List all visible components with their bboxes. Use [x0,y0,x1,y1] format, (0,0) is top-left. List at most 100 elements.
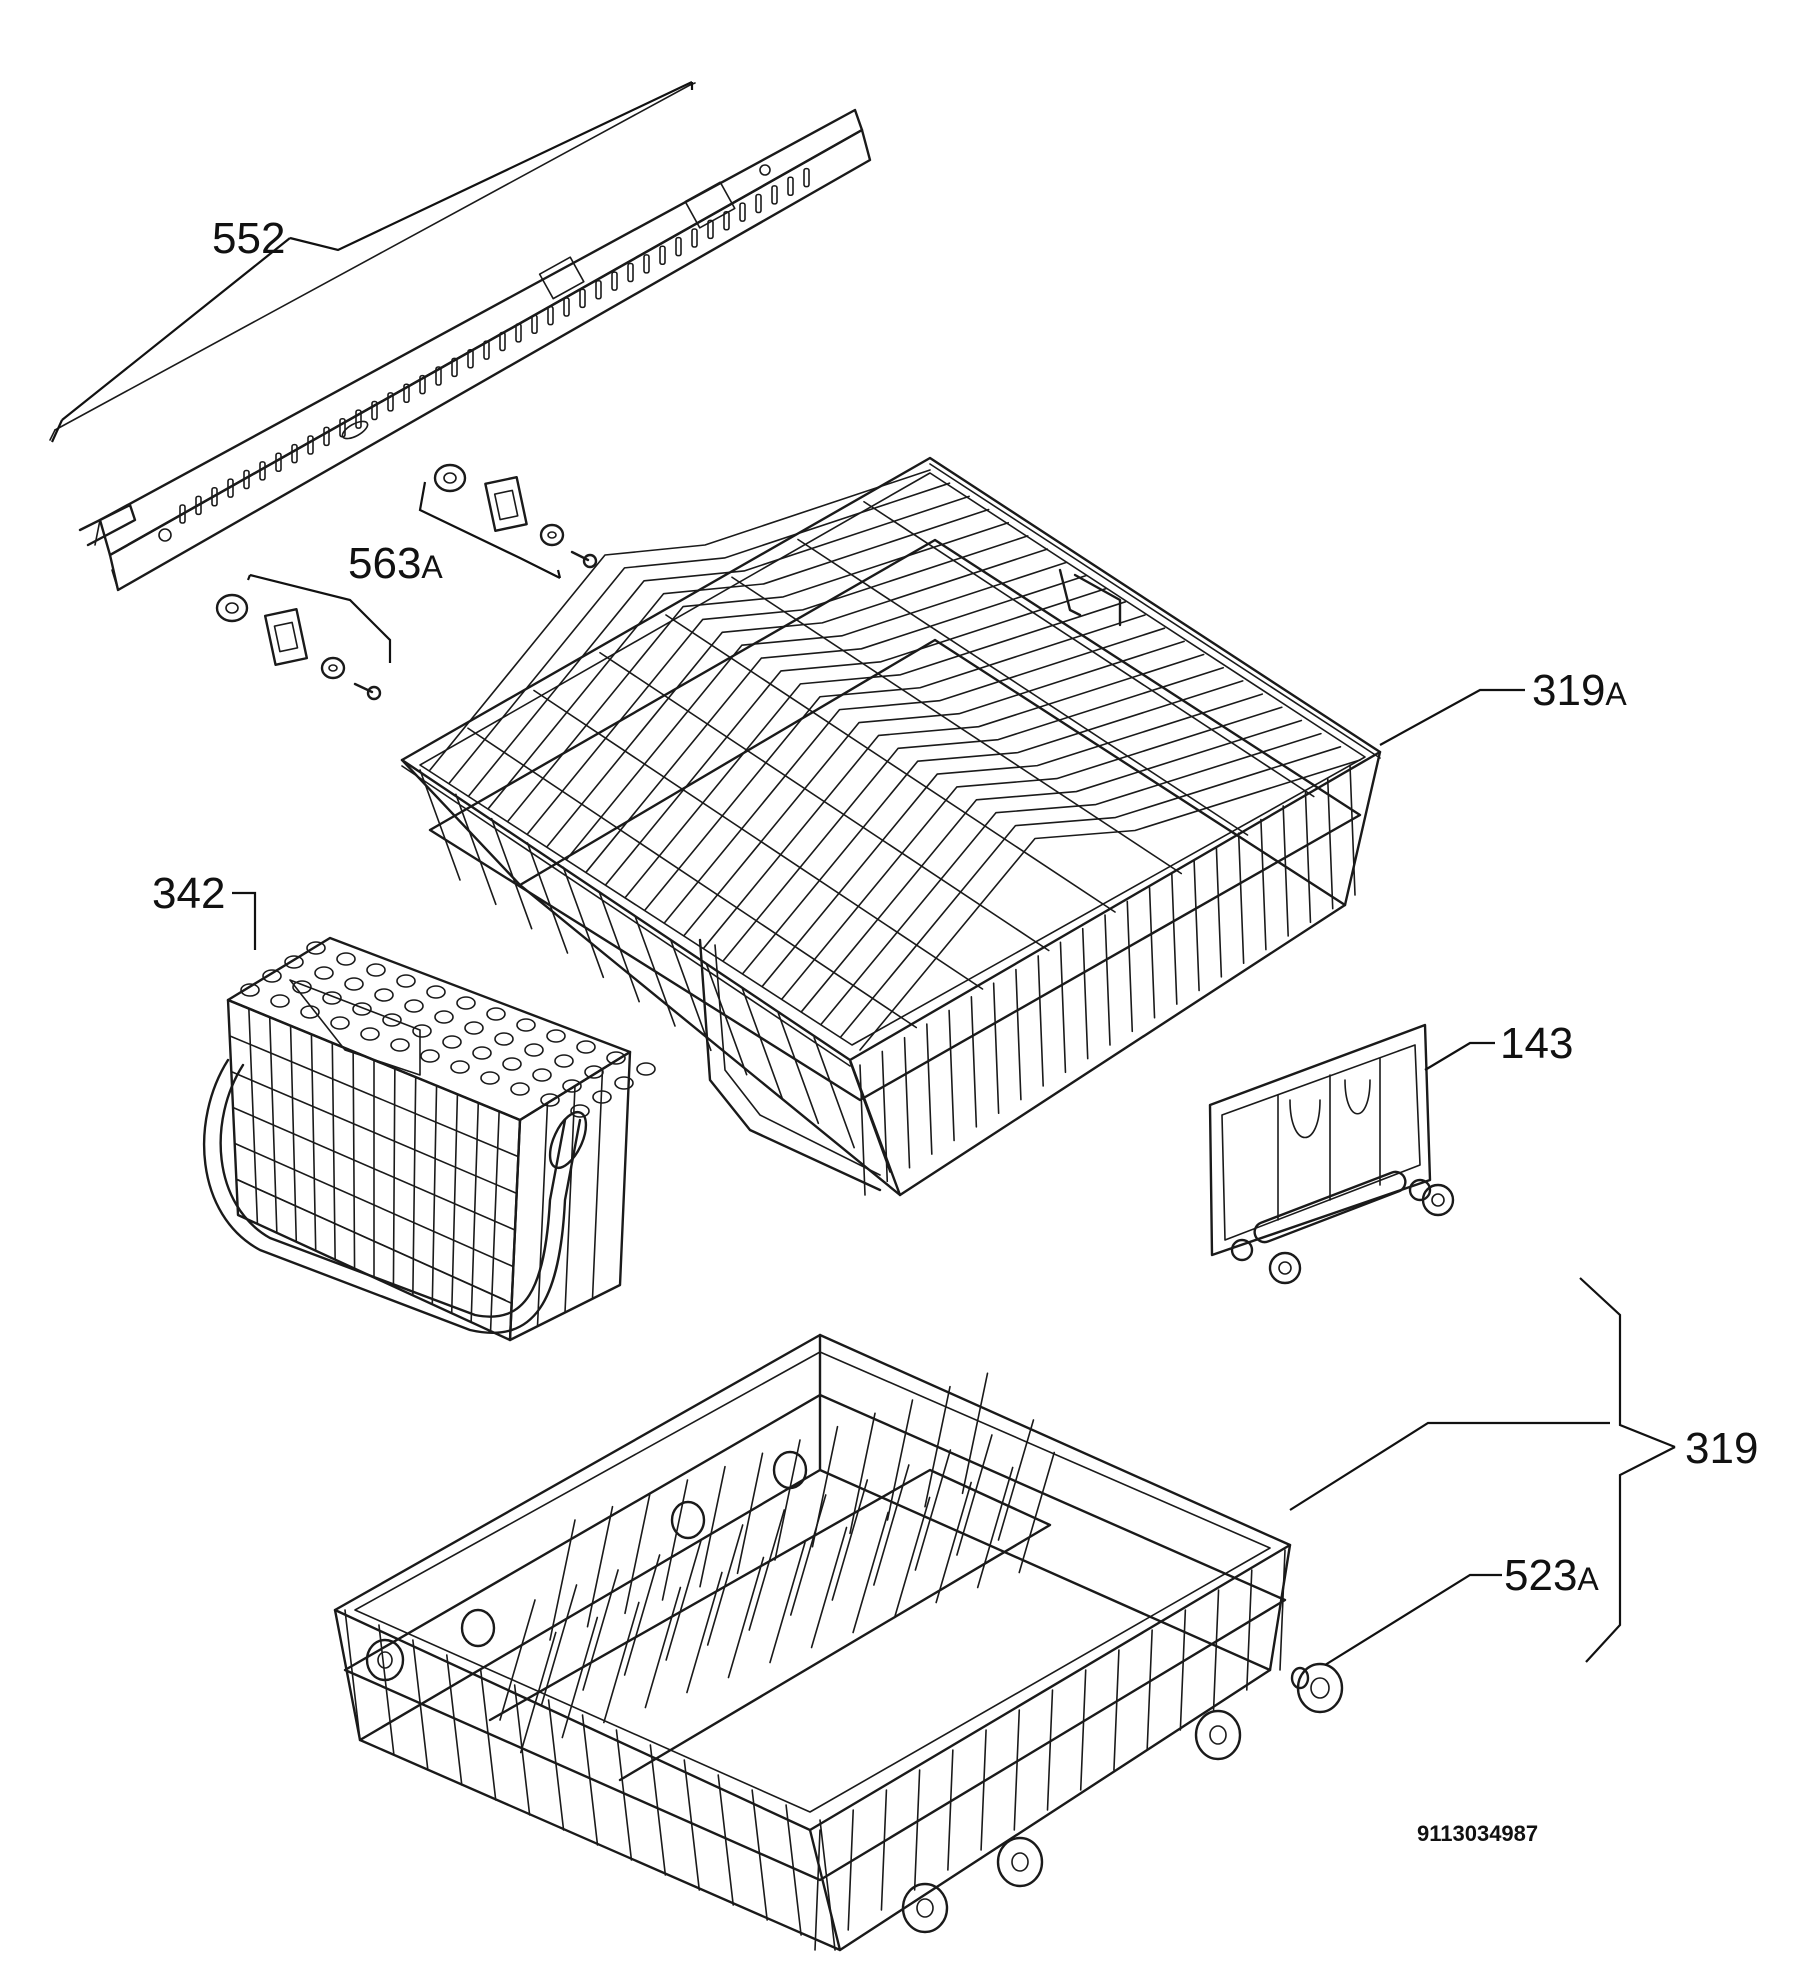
basket-side-wire [859,1064,866,1196]
rail-slot [515,323,522,343]
basket-crosswire [599,651,1050,952]
lower-basket-tine [661,1479,689,1601]
lower-basket-tine [699,1465,726,1588]
cutlery-hole [614,1076,634,1090]
basket-side-wire [526,842,569,954]
lower-basket-wire [1046,1689,1054,1811]
basket-side-wire [903,1036,911,1169]
basket-tine [624,601,1127,899]
basket-side-wire [992,982,1000,1114]
label-143: 143 [1500,1019,1573,1068]
lower-basket-tine [499,1599,536,1721]
lower-basket-wire [445,1654,463,1786]
basket-tine [644,614,1146,911]
lower-basket-tine [686,1571,723,1694]
lower-basket-wire [581,1714,599,1846]
lower-basket-tine [924,1385,951,1508]
rail-slot [387,392,394,412]
lower-basket-tine [935,1481,972,1604]
basket-tine [683,640,1185,937]
label-319a-number: 319 [1532,666,1605,715]
rail-slot [419,374,426,395]
basket-side-wire [1215,846,1223,978]
lower-basket-wire [819,1819,836,1951]
basket-side-wire [419,769,461,881]
basket-side-wire [634,915,676,1027]
lower-basket-tine [811,1425,839,1548]
basket-crosswire [797,538,1249,836]
lower-basket-wire [785,1804,802,1936]
lower-basket-wire [649,1744,667,1876]
cutlery-grid-line [536,1102,549,1328]
lower-basket-tine [997,1419,1035,1541]
basket-side-wire [1349,764,1356,896]
lower-basket-tine [1018,1451,1056,1574]
rail-slot [179,504,186,524]
basket-tine [800,719,1303,1013]
lower-basket-tine [976,1466,1014,1589]
basket-tine [820,732,1322,1026]
lower-basket-tine [582,1569,619,1691]
cutlery-hole [456,996,476,1010]
cutlery-hole [562,1079,582,1093]
rail-slot [563,297,570,317]
basket-side-wire [926,1023,933,1155]
lower-basket-tine [727,1556,765,1679]
cutlery-hole [426,985,446,999]
basket-tine [468,495,970,797]
cutlery-hole [412,1024,432,1038]
basket-side-wire [1282,805,1289,937]
rail-slot [467,348,474,369]
cutlery-hole [502,1057,522,1071]
basket-crosswire [467,727,918,1029]
basket-tine [429,469,931,771]
cutlery-grid-line [591,1068,604,1300]
rail-slot [755,193,762,214]
basket-side-wire [490,817,533,930]
lower-basket-wire [1079,1669,1087,1791]
lower-basket-wire [751,1789,768,1921]
cutlery-hole [382,1013,402,1027]
cutlery-hole [314,966,334,980]
basket-crosswire [731,576,1183,875]
lower-basket-wire [947,1749,954,1871]
lower-basket-wire [913,1769,921,1891]
basket-side-wire [777,1012,820,1125]
cutlery-hole [584,1065,604,1079]
rail-slot [323,426,330,447]
rail-slot [691,228,698,248]
cutlery-hole [546,1029,566,1043]
lower-basket-tine [623,1554,661,1676]
rail-slot [243,469,250,490]
lower-basket-tine [914,1449,952,1571]
cutlery-hole [360,1027,380,1041]
roller-bracket-563a-upper [433,463,598,569]
rail-slot [195,495,202,516]
basket-tine [741,680,1244,975]
cutlery-hole [240,983,260,997]
basket-side-wire [1171,873,1178,1005]
lower-basket-wire [412,1639,429,1771]
label-319: 319 [1685,1424,1758,1473]
rail-slot [739,202,746,222]
basket-side-wire [970,996,978,1128]
lower-basket-tine [586,1505,614,1628]
cutlery-hole [480,1071,500,1085]
basket-side-wire [1193,859,1200,992]
basket-side-wire [1237,832,1245,964]
basket-tine [722,666,1224,962]
cutlery-hole [270,994,290,1008]
basket-tine [566,561,1068,860]
lower-basket-wire [547,1699,565,1831]
cutlery-hole [472,1046,492,1060]
cutlery-hole [336,952,356,966]
basket-tine [663,627,1166,924]
basket-side-wire [562,866,605,979]
wheel-523a [1290,1662,1344,1714]
basket-side-wire [705,963,748,1076]
basket-side-wire [1260,818,1267,951]
cutlery-hole [636,1062,656,1076]
cutlery-hole [420,1049,440,1063]
flap-143 [1208,1023,1455,1285]
cutlery-hole [570,1104,590,1118]
